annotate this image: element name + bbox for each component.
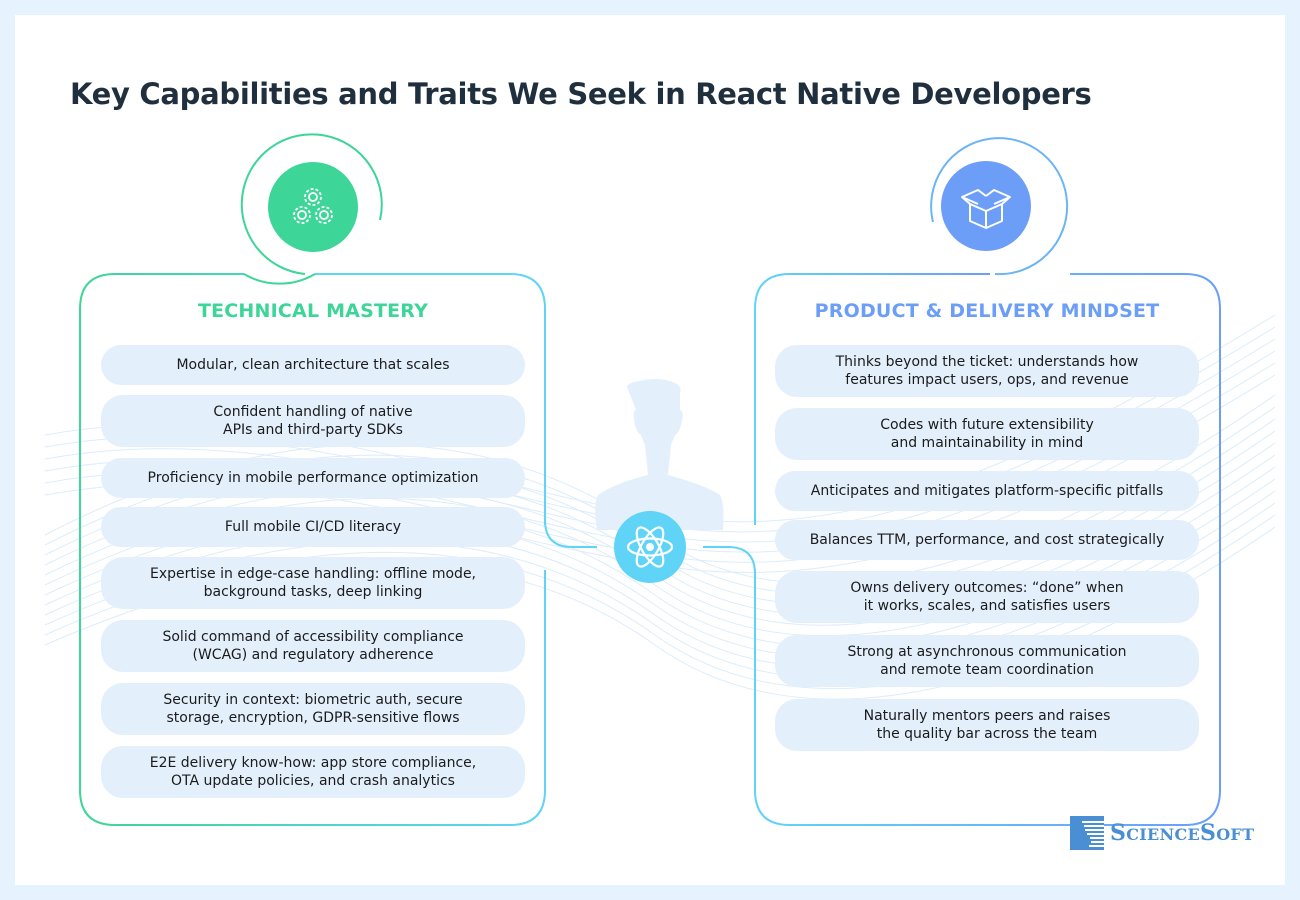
gears-icon: [293, 188, 333, 224]
developer-silhouette-icon: [595, 379, 724, 530]
react-atom-icon: [626, 526, 674, 568]
technical-mastery-heading: TECHNICAL MASTERY: [197, 300, 429, 322]
technical-item: Modular, clean architecture that scales: [101, 345, 525, 385]
product-item: Thinks beyond the ticket: understands ho…: [775, 345, 1199, 397]
product-item: Codes with future extensibility and main…: [775, 408, 1199, 460]
technical-item: Full mobile CI/CD literacy: [101, 507, 525, 547]
product-item: Owns delivery outcomes: “done” when it w…: [775, 571, 1199, 623]
product-mindset-heading: PRODUCT & DELIVERY MINDSET: [814, 300, 1160, 322]
sciencesoft-logo: SCIENCESOFT: [1070, 816, 1254, 850]
page-title: Key Capabilities and Traits We Seek in R…: [70, 77, 1092, 111]
technical-item: Proficiency in mobile performance optimi…: [101, 458, 525, 498]
logo-wordmark: SCIENCESOFT: [1110, 820, 1255, 846]
technical-item: Solid command of accessibility complianc…: [101, 620, 525, 672]
sciencesoft-logo-icon: [1070, 816, 1104, 850]
technical-item: E2E delivery know-how: app store complia…: [101, 746, 525, 798]
open-box-icon: [961, 189, 1011, 229]
infographic-card: Key Capabilities and Traits We Seek in R…: [15, 15, 1285, 885]
technical-item: Confident handling of native APIs and th…: [101, 395, 525, 447]
technical-item: Expertise in edge-case handling: offline…: [101, 557, 525, 609]
product-item: Balances TTM, performance, and cost stra…: [775, 520, 1199, 560]
product-item: Strong at asynchronous communication and…: [775, 635, 1199, 687]
product-item: Anticipates and mitigates platform-speci…: [775, 471, 1199, 511]
product-item: Naturally mentors peers and raises the q…: [775, 699, 1199, 751]
technical-item: Security in context: biometric auth, sec…: [101, 683, 525, 735]
